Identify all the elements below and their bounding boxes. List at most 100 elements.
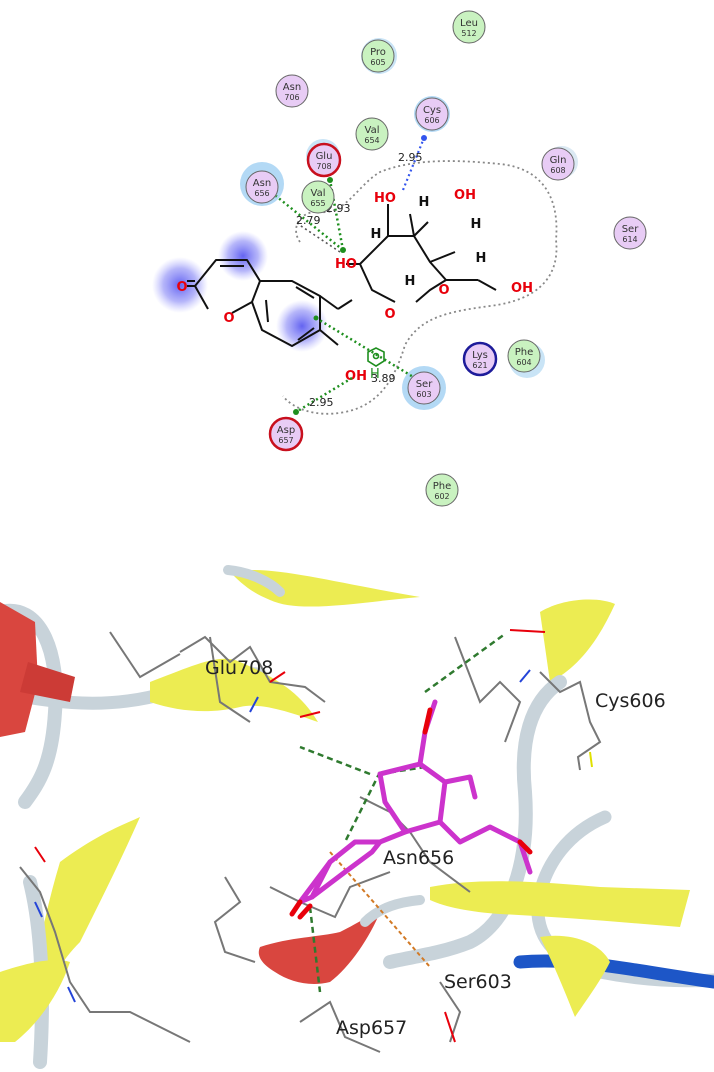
atom-hydrogen: H bbox=[405, 274, 416, 289]
residue-number: 602 bbox=[434, 492, 449, 501]
atom-hydroxyl: OH bbox=[345, 369, 367, 384]
label-asn656: Asn656 bbox=[383, 847, 454, 869]
residue-number: 706 bbox=[284, 93, 299, 102]
residue-number: 654 bbox=[364, 136, 379, 145]
residue-number: 621 bbox=[472, 361, 487, 370]
residue-number: 655 bbox=[310, 199, 325, 208]
residue-layer: Leu512Pro605Asn706Cys606Val654Glu708Gln6… bbox=[245, 10, 647, 507]
residue-disc bbox=[425, 473, 459, 507]
atom-hydroxyl: OH bbox=[454, 188, 476, 203]
ligand-3d bbox=[297, 699, 533, 905]
residue-disc bbox=[355, 117, 389, 151]
atom-hydroxyl: HO bbox=[374, 191, 396, 206]
residue-name: Val bbox=[311, 188, 326, 199]
residue-disc bbox=[415, 97, 449, 131]
residue-disc bbox=[361, 39, 395, 73]
atom-hydrogen: H bbox=[371, 227, 382, 242]
residue-disc bbox=[462, 341, 498, 377]
residue-disc bbox=[275, 74, 309, 108]
residue-name: Pro bbox=[370, 47, 386, 58]
atom-hydrogen: H bbox=[419, 195, 430, 210]
atom-oxygen: O bbox=[384, 307, 395, 322]
atom-hydroxyl: HO bbox=[335, 257, 357, 272]
residue-name: Asp bbox=[277, 425, 295, 436]
distance-label-cys606: 2.95 bbox=[398, 151, 423, 164]
residue-ser-603: Ser603 bbox=[407, 371, 441, 405]
interaction-diagram-2d: O O O O HO HO OH OH OH H H H H H H 2.95 … bbox=[152, 10, 647, 507]
distance-label-asp657: 2.95 bbox=[309, 396, 334, 409]
ligand-oxygens bbox=[289, 707, 533, 920]
residue-number: 608 bbox=[550, 166, 565, 175]
residue-name: Ser bbox=[622, 224, 640, 235]
residue-asn-656: Asn656 bbox=[245, 170, 279, 204]
residue-disc bbox=[268, 416, 304, 452]
ligand-structure bbox=[187, 204, 497, 347]
exposure-halo bbox=[276, 300, 328, 352]
atom-oxygen: O bbox=[223, 311, 234, 326]
residue-disc bbox=[301, 180, 335, 214]
residue-name: Gln bbox=[550, 155, 567, 166]
hbond-endpoint bbox=[340, 247, 346, 253]
label-asp657: Asp657 bbox=[336, 1017, 407, 1039]
label-cys606: Cys606 bbox=[595, 690, 666, 712]
hbond-endpoint bbox=[313, 315, 319, 321]
residue-name: Cys bbox=[423, 105, 441, 116]
residue-number: 605 bbox=[370, 58, 385, 67]
residue-number: 657 bbox=[278, 436, 293, 445]
atom-hydroxyl: OH bbox=[511, 281, 533, 296]
residue-disc bbox=[507, 339, 541, 373]
interaction-lines bbox=[275, 137, 426, 414]
pi-h-icon bbox=[367, 347, 385, 367]
residue-number: 614 bbox=[622, 235, 637, 244]
residue-disc bbox=[245, 170, 279, 204]
label-glu708: Glu708 bbox=[205, 657, 273, 679]
atom-hydrogen: H bbox=[471, 217, 482, 232]
hetero-atoms bbox=[34, 629, 593, 1043]
pi-h-label: H bbox=[370, 367, 380, 382]
residue-name: Val bbox=[365, 125, 380, 136]
distance-label-ser603: 3.89 bbox=[371, 372, 396, 385]
atom-hydrogen: H bbox=[476, 251, 487, 266]
hbond-endpoint bbox=[421, 135, 427, 141]
residue-name: Asn bbox=[283, 82, 301, 93]
exposure-halo bbox=[218, 231, 268, 281]
residue-name: Glu bbox=[316, 151, 333, 162]
binding-pose-3d: Glu708 Cys606 Asn656 Ser603 Asp657 bbox=[0, 565, 714, 1069]
residue-disc bbox=[613, 216, 647, 250]
residue-number: 604 bbox=[516, 358, 531, 367]
residue-disc bbox=[452, 10, 486, 44]
residue-number: 606 bbox=[424, 116, 439, 125]
residue-number: 512 bbox=[461, 29, 476, 38]
residue-number: 656 bbox=[254, 189, 269, 198]
residue-name: Lys bbox=[472, 350, 488, 361]
residue-name: Leu bbox=[460, 18, 478, 29]
residue-name: Asn bbox=[253, 178, 271, 189]
atom-oxygen: O bbox=[176, 280, 187, 295]
residue-name: Phe bbox=[515, 347, 534, 358]
exposure-halo bbox=[152, 257, 208, 313]
residue-asp-657: Asp657 bbox=[268, 416, 304, 452]
residue-disc bbox=[541, 147, 575, 181]
hbond-endpoint bbox=[327, 177, 333, 183]
residue-number: 708 bbox=[316, 162, 331, 171]
protein-ribbons bbox=[0, 565, 714, 1069]
residue-glu-708: Glu708 bbox=[306, 142, 342, 178]
pocket-contour bbox=[282, 160, 558, 415]
residue-name: Phe bbox=[433, 481, 452, 492]
residue-cys-606: Cys606 bbox=[415, 97, 449, 131]
residue-disc bbox=[407, 371, 441, 405]
residue-disc bbox=[306, 142, 342, 178]
label-ser603: Ser603 bbox=[444, 971, 512, 993]
pi-h-line bbox=[329, 851, 431, 968]
atom-oxygen: O bbox=[438, 283, 449, 298]
